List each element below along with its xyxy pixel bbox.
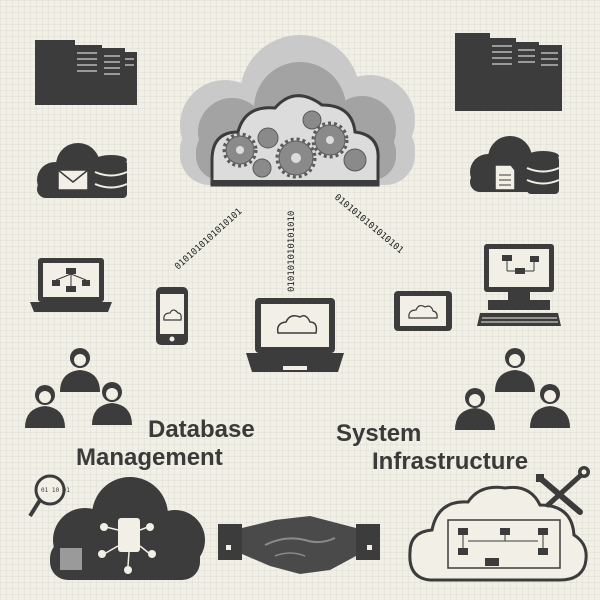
cloud-infrastructure-icon	[408, 485, 588, 582]
binary-stream-center: 010101010101010	[287, 211, 297, 292]
binary-text-right: 0101010101010101	[332, 193, 405, 256]
people-group-icon	[455, 348, 570, 430]
binary-text-center: 010101010101010	[287, 211, 297, 292]
database-label-line1: Database	[148, 416, 255, 443]
system-label-line1: System	[336, 420, 422, 447]
laptop-cloud-icon	[246, 298, 344, 372]
cloud-document-database-icon	[470, 136, 560, 194]
desktop-computer-icon	[477, 244, 561, 326]
laptop-network-icon	[30, 258, 112, 312]
binary-stream-left: 0101010101010101	[173, 207, 244, 272]
smartphone-cloud-icon	[156, 287, 188, 345]
database-icon	[94, 155, 128, 198]
cloud-database-network-icon	[50, 477, 205, 580]
binary-text-left: 0101010101010101	[173, 207, 244, 272]
tablet-cloud-icon	[394, 291, 452, 331]
system-label-line2: Infrastructure	[372, 448, 529, 475]
binary-stream-right: 0101010101010101	[332, 193, 405, 256]
magnifier-binary-icon: 01 10 01	[28, 474, 70, 518]
people-group-icon	[25, 348, 132, 428]
server-rack-icon	[455, 33, 562, 111]
handshake-icon	[218, 516, 380, 574]
wrench-screwdriver-icon	[536, 466, 590, 515]
server-rack-icon	[35, 40, 137, 105]
database-label-line2: Management	[76, 444, 223, 471]
magnifier-binary-text: 01 10 01	[41, 487, 70, 494]
cloud-gears-icon	[180, 35, 415, 187]
